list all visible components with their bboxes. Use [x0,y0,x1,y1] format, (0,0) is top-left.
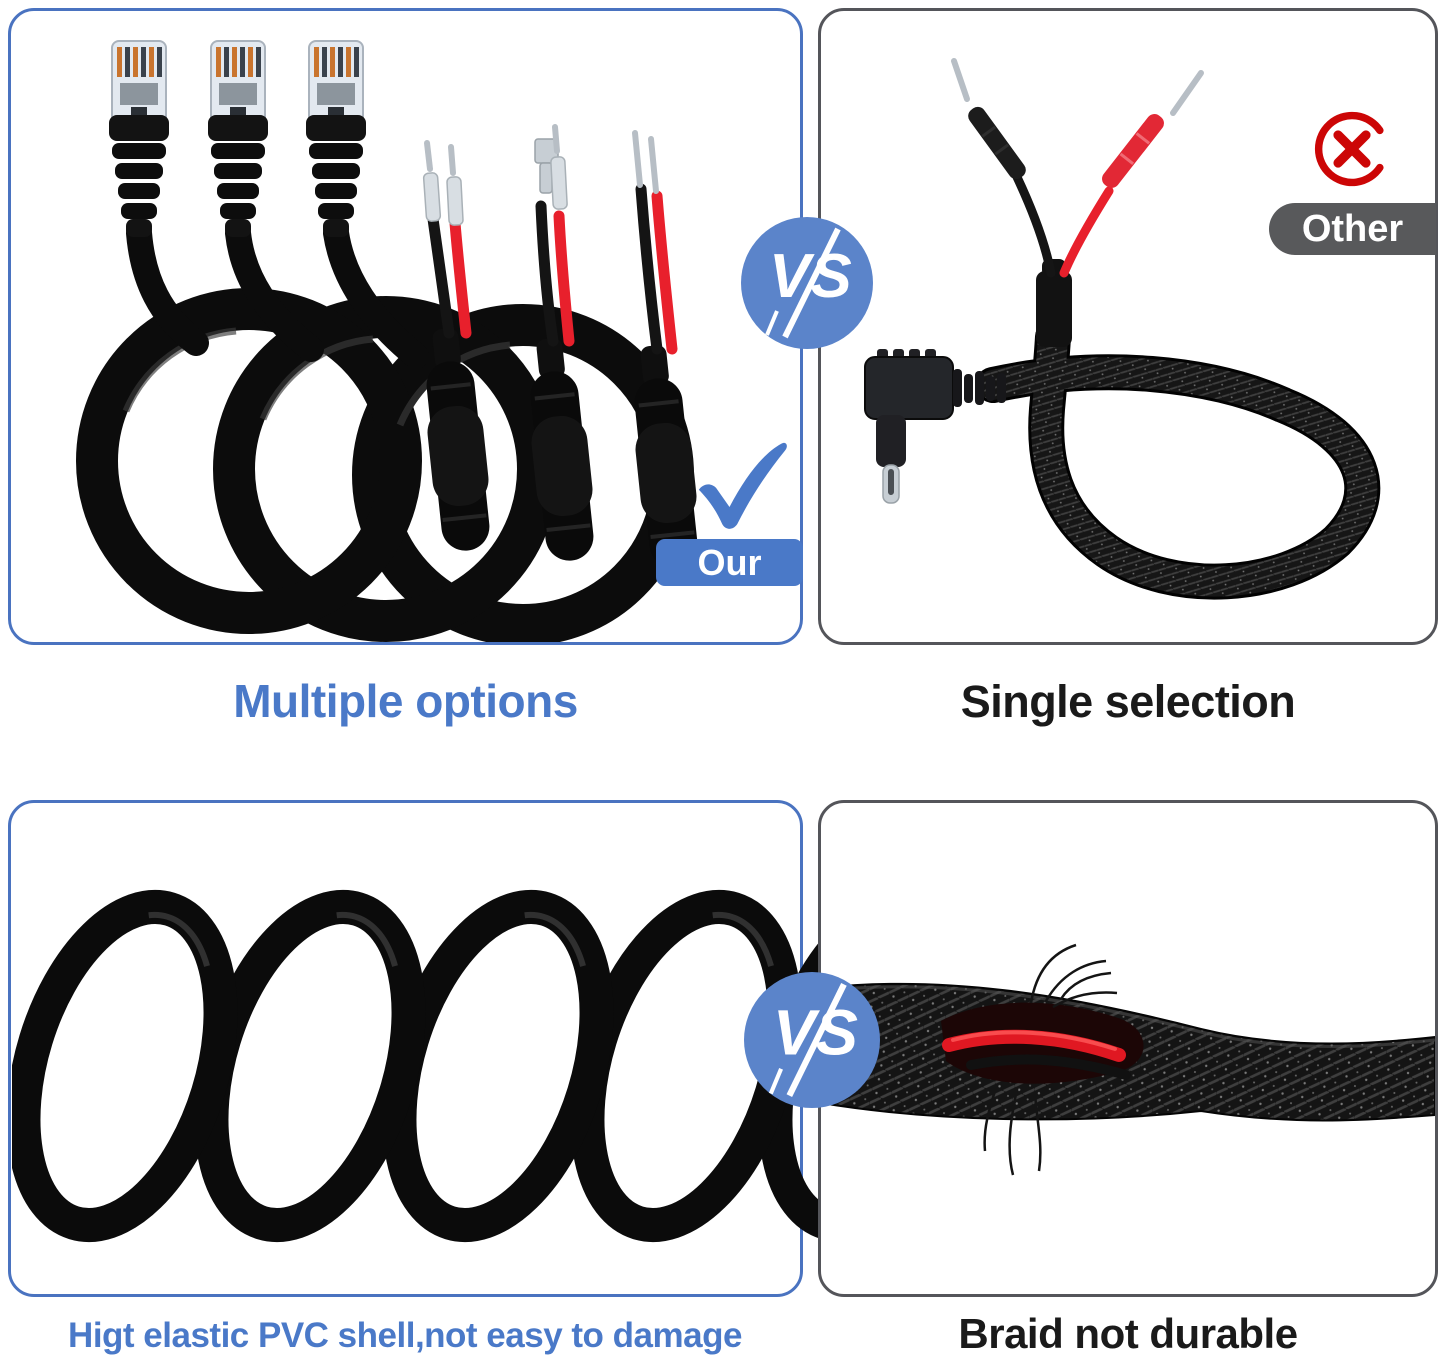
check-icon [693,438,789,535]
other-badge: Other [1269,203,1436,255]
vs-slash-icon [782,227,841,339]
vs-badge: VS [744,972,880,1108]
molded-barrel [634,345,698,568]
caption-multiple-options: Multiple options [233,675,578,727]
wire-leads [951,58,1204,278]
our-badge: Our [656,539,803,586]
rj45-connector [109,40,169,237]
caption-pvc-shell: Higt elastic PVC shell,not easy to damag… [68,1316,742,1355]
panel-other-product [818,8,1438,645]
our-cables-illustration [76,40,698,642]
vs-slash-icon [786,983,847,1097]
vs-label: VS [773,996,858,1068]
damaged-braid-illustration [821,943,1435,1176]
panel-braid-damage [818,800,1438,1297]
bare-wire-leads [422,124,678,355]
molded-barrel [426,328,490,551]
braided-cable [975,319,1381,600]
vs-label: VS [769,242,852,311]
caption-single-selection: Single selection [960,676,1296,727]
other-cable-illustration [864,58,1381,600]
damaged-braid-opening [941,943,1144,1176]
panel-our-product [8,8,803,645]
rj45-connector [207,40,269,238]
molded-barrel [530,338,594,561]
circle-x-icon [1313,110,1391,193]
panel-pvc-shell [8,800,892,1297]
dc-plug [864,349,1006,504]
vs-badge: VS [741,217,873,349]
caption-braid-not-durable: Braid not durable [958,1310,1298,1357]
rj45-connector [305,40,367,238]
